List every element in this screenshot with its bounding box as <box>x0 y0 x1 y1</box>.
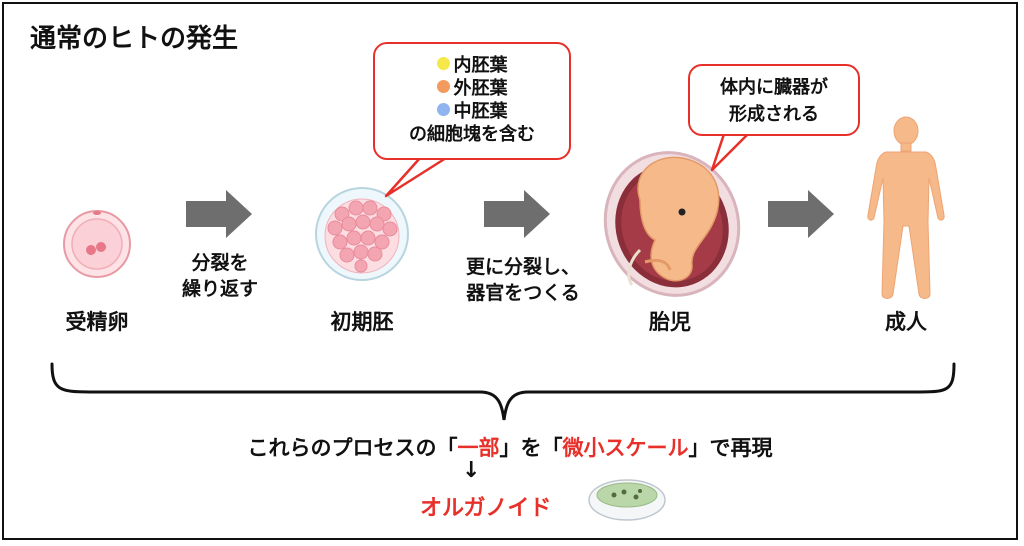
legend-ectoderm-label: 外胚葉 <box>453 77 508 99</box>
arrow-3 <box>768 190 834 238</box>
legend-mesoderm-label: 中胚葉 <box>453 100 508 122</box>
summary-statement: これらのプロセスの「一部」を「微小スケール」で再現 <box>0 432 1020 462</box>
summary-mid: 」を「 <box>499 436 563 460</box>
adult-illustration <box>867 116 945 299</box>
step-note-organogenesis: 更に分裂し、 器官をつくる <box>438 254 608 306</box>
petri-dish-illustration <box>588 479 666 521</box>
legend-mesoderm: 中胚葉 <box>375 98 569 122</box>
bubble-organ-formation-line2: 形成される <box>729 104 819 125</box>
legend-endoderm-label: 内胚葉 <box>453 54 508 76</box>
stage-label-early-embryo: 初期胚 <box>330 310 394 334</box>
bubble-organ-formation-line1: 体内に臓器が <box>720 77 828 98</box>
fertilized-egg-illustration <box>63 210 131 278</box>
stage-label-adult: 成人 <box>885 310 927 334</box>
stage-label-fertilized-egg: 受精卵 <box>65 310 129 334</box>
orange-dot-icon <box>436 80 450 93</box>
yellow-dot-icon <box>436 57 450 70</box>
step-note-division-line2: 繰り返す <box>181 278 258 300</box>
bubble-fetus-tail <box>710 132 750 172</box>
diagram-title: 通常のヒトの発生 <box>30 24 239 54</box>
summary-prefix: これらのプロセスの「 <box>247 436 458 460</box>
grouping-brace <box>50 362 956 421</box>
summary-highlight-part: 一部 <box>457 436 500 460</box>
stage-label-fetus: 胎児 <box>649 310 691 334</box>
fetus-illustration <box>603 151 741 297</box>
early-embryo-illustration <box>315 187 409 281</box>
arrow-2 <box>484 190 550 238</box>
legend-endoderm: 内胚葉 <box>375 52 569 76</box>
bubble-germ-layers: 内胚葉 外胚葉 中胚葉 の細胞塊を含む <box>373 42 571 160</box>
step-note-division-line1: 分裂を <box>191 252 249 274</box>
bubble-embryo-tail <box>384 156 448 198</box>
result-organoid: オルガノイド <box>420 496 552 521</box>
legend-ectoderm: 外胚葉 <box>375 75 569 99</box>
summary-suffix: 」で再現 <box>688 436 773 460</box>
bubble-organ-formation: 体内に臓器が 形成される <box>688 64 860 136</box>
down-arrow-icon: ↓ <box>462 458 481 483</box>
arrow-1 <box>186 190 252 238</box>
summary-highlight-scale: 微小スケール <box>562 436 689 460</box>
step-note-organogenesis-line1: 更に分裂し、 <box>465 256 580 278</box>
step-note-division: 分裂を 繰り返す <box>150 250 290 302</box>
blue-dot-icon <box>436 103 450 116</box>
bubble-germ-layers-footer: の細胞塊を含む <box>409 123 535 145</box>
step-note-organogenesis-line2: 器官をつくる <box>466 282 580 304</box>
